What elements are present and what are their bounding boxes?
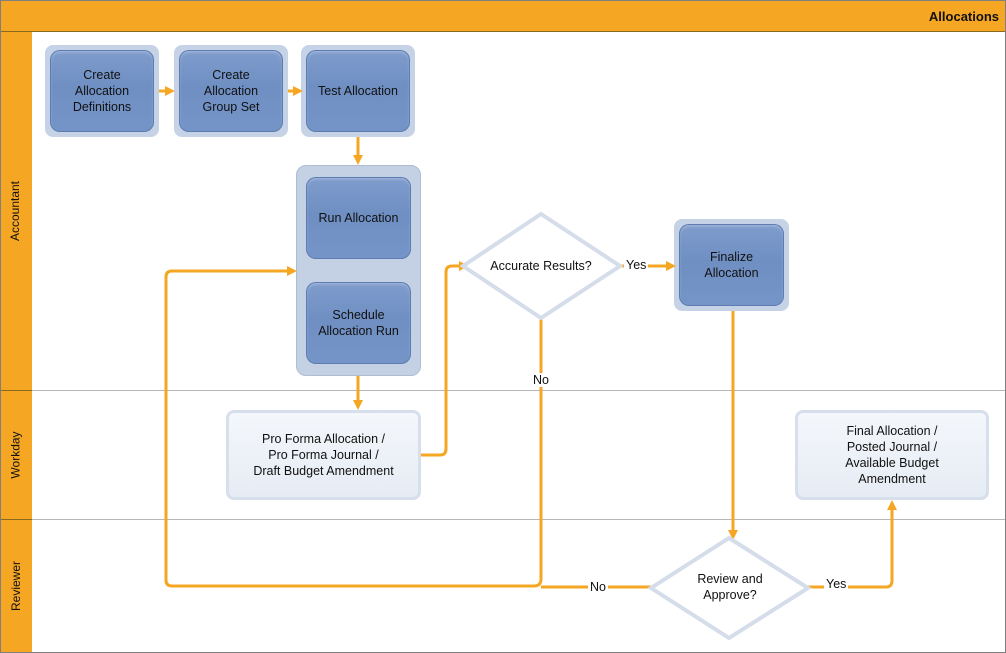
doc-pro-forma-allocation[interactable]: Pro Forma Allocation / Pro Forma Journal… xyxy=(226,410,421,500)
task-finalize-allocation-label: Finalize Allocation xyxy=(679,224,784,306)
edge-label-accurate-no: No xyxy=(531,373,551,387)
edge-label-review-no: No xyxy=(588,580,608,594)
task-create-allocation-group-set[interactable]: Create Allocation Group Set xyxy=(174,45,288,137)
lane-divider-2 xyxy=(1,519,1005,520)
task-run-allocation[interactable]: Run Allocation xyxy=(301,172,416,264)
edge-label-review-yes: Yes xyxy=(824,577,849,591)
diagram-header: Allocations xyxy=(1,1,1005,32)
doc-final-allocation[interactable]: Final Allocation / Posted Journal / Avai… xyxy=(795,410,989,500)
arrow-accurate-no-loop xyxy=(164,266,543,588)
task-create-allocation-group-set-label: Create Allocation Group Set xyxy=(179,50,283,132)
decision-accurate-results-shape xyxy=(459,211,624,321)
decision-accurate-results-label: Accurate Results? xyxy=(490,259,592,273)
task-test-allocation-label: Test Allocation xyxy=(306,50,410,132)
lane-divider-1 xyxy=(1,390,1005,391)
task-run-allocation-label: Run Allocation xyxy=(306,177,411,259)
arrow-pro-forma-to-accurate xyxy=(421,261,469,457)
task-finalize-allocation[interactable]: Finalize Allocation xyxy=(674,219,789,311)
task-schedule-allocation-run[interactable]: Schedule Allocation Run xyxy=(301,277,416,369)
decision-review-approve-label: Review and Approve? xyxy=(697,572,763,602)
edge-label-accurate-yes: Yes xyxy=(624,258,649,272)
task-test-allocation[interactable]: Test Allocation xyxy=(301,45,415,137)
lane-label-column xyxy=(1,32,32,652)
task-schedule-allocation-run-label: Schedule Allocation Run xyxy=(306,282,411,364)
lane-divider-label-1 xyxy=(1,390,32,391)
task-create-allocation-definitions[interactable]: Create Allocation Definitions xyxy=(45,45,159,137)
arrow-review-yes-to-final xyxy=(806,500,897,589)
task-create-allocation-definitions-label: Create Allocation Definitions xyxy=(50,50,154,132)
decision-review-approve-shape xyxy=(647,535,812,641)
diagram-title: Allocations xyxy=(928,9,999,24)
lane-divider-label-2 xyxy=(1,519,32,520)
